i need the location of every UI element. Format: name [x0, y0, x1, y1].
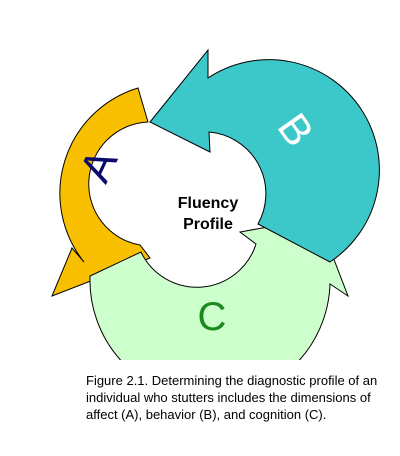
center-label-line1: Fluency [178, 195, 239, 212]
segment-c-label: C [198, 295, 227, 339]
center-label-line2: Profile [183, 216, 233, 233]
segment-c-arrow [89, 217, 350, 360]
cycle-diagram: A B C Fluency Profile [51, 48, 380, 360]
segment-b-arrow [149, 48, 380, 263]
figure-caption: Figure 2.1. Determining the diagnostic p… [86, 373, 378, 422]
segment-a-arrow [51, 87, 151, 297]
